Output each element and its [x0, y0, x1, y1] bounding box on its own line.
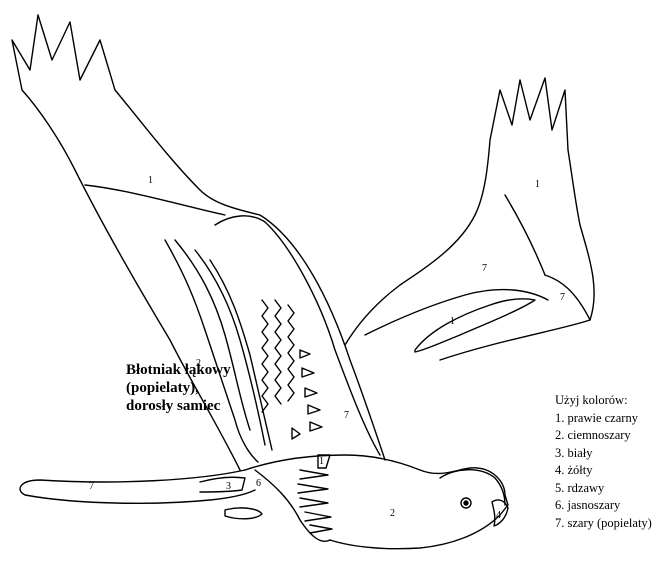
tail-white-patch [200, 477, 245, 492]
right-wing-outline [345, 78, 594, 360]
legend-heading: Użyj kolorów: [555, 392, 669, 410]
color-legend: Użyj kolorów: 1. prawie czarny 2. ciemno… [555, 392, 669, 532]
label-belly-mark: 1 [319, 456, 324, 467]
underbody-outline [255, 470, 330, 541]
label-tail: 7 [89, 481, 94, 492]
tail-outline [20, 470, 255, 503]
label-left-wing-covert: 7 [344, 410, 349, 421]
label-beak: 4 [496, 510, 501, 521]
right-wing-hand-line [505, 195, 545, 275]
legend-item: 2. ciemnoszary [555, 427, 669, 445]
label-right-wing-inner: 7 [482, 263, 487, 274]
legend-item: 5. rdzawy [555, 480, 669, 498]
legend-item: 7. szary (popielaty) [555, 515, 669, 533]
foot [225, 508, 262, 519]
label-right-wing-lower: 7 [560, 292, 565, 303]
right-wing-secondary-edge [365, 290, 548, 335]
label-body: 2 [390, 508, 395, 519]
right-wing-lower-edge [545, 275, 590, 320]
title-line-1: Błotniak łąkowy [126, 361, 286, 379]
title-line-3: dorosły samiec [126, 397, 286, 415]
legend-item: 4. żółty [555, 462, 669, 480]
label-right-wing-band: 1 [450, 316, 455, 327]
label-right-wing-tip: 1 [535, 179, 540, 190]
legend-item: 6. jasnoszary [555, 497, 669, 515]
label-left-wing-tip: 1 [148, 175, 153, 186]
right-wing-band [415, 299, 535, 352]
label-tail-white: 3 [226, 481, 231, 492]
label-underbody: 6 [256, 478, 261, 489]
left-wing-hand-line [85, 185, 225, 215]
left-wing-spots [292, 350, 322, 439]
legend-item: 1. prawie czarny [555, 410, 669, 428]
left-wing-band-c [195, 250, 265, 445]
legend-item: 3. biały [555, 445, 669, 463]
drawing-title: Błotniak łąkowy (popielaty), dorosły sam… [126, 361, 286, 415]
title-line-2: (popielaty), [126, 379, 286, 397]
